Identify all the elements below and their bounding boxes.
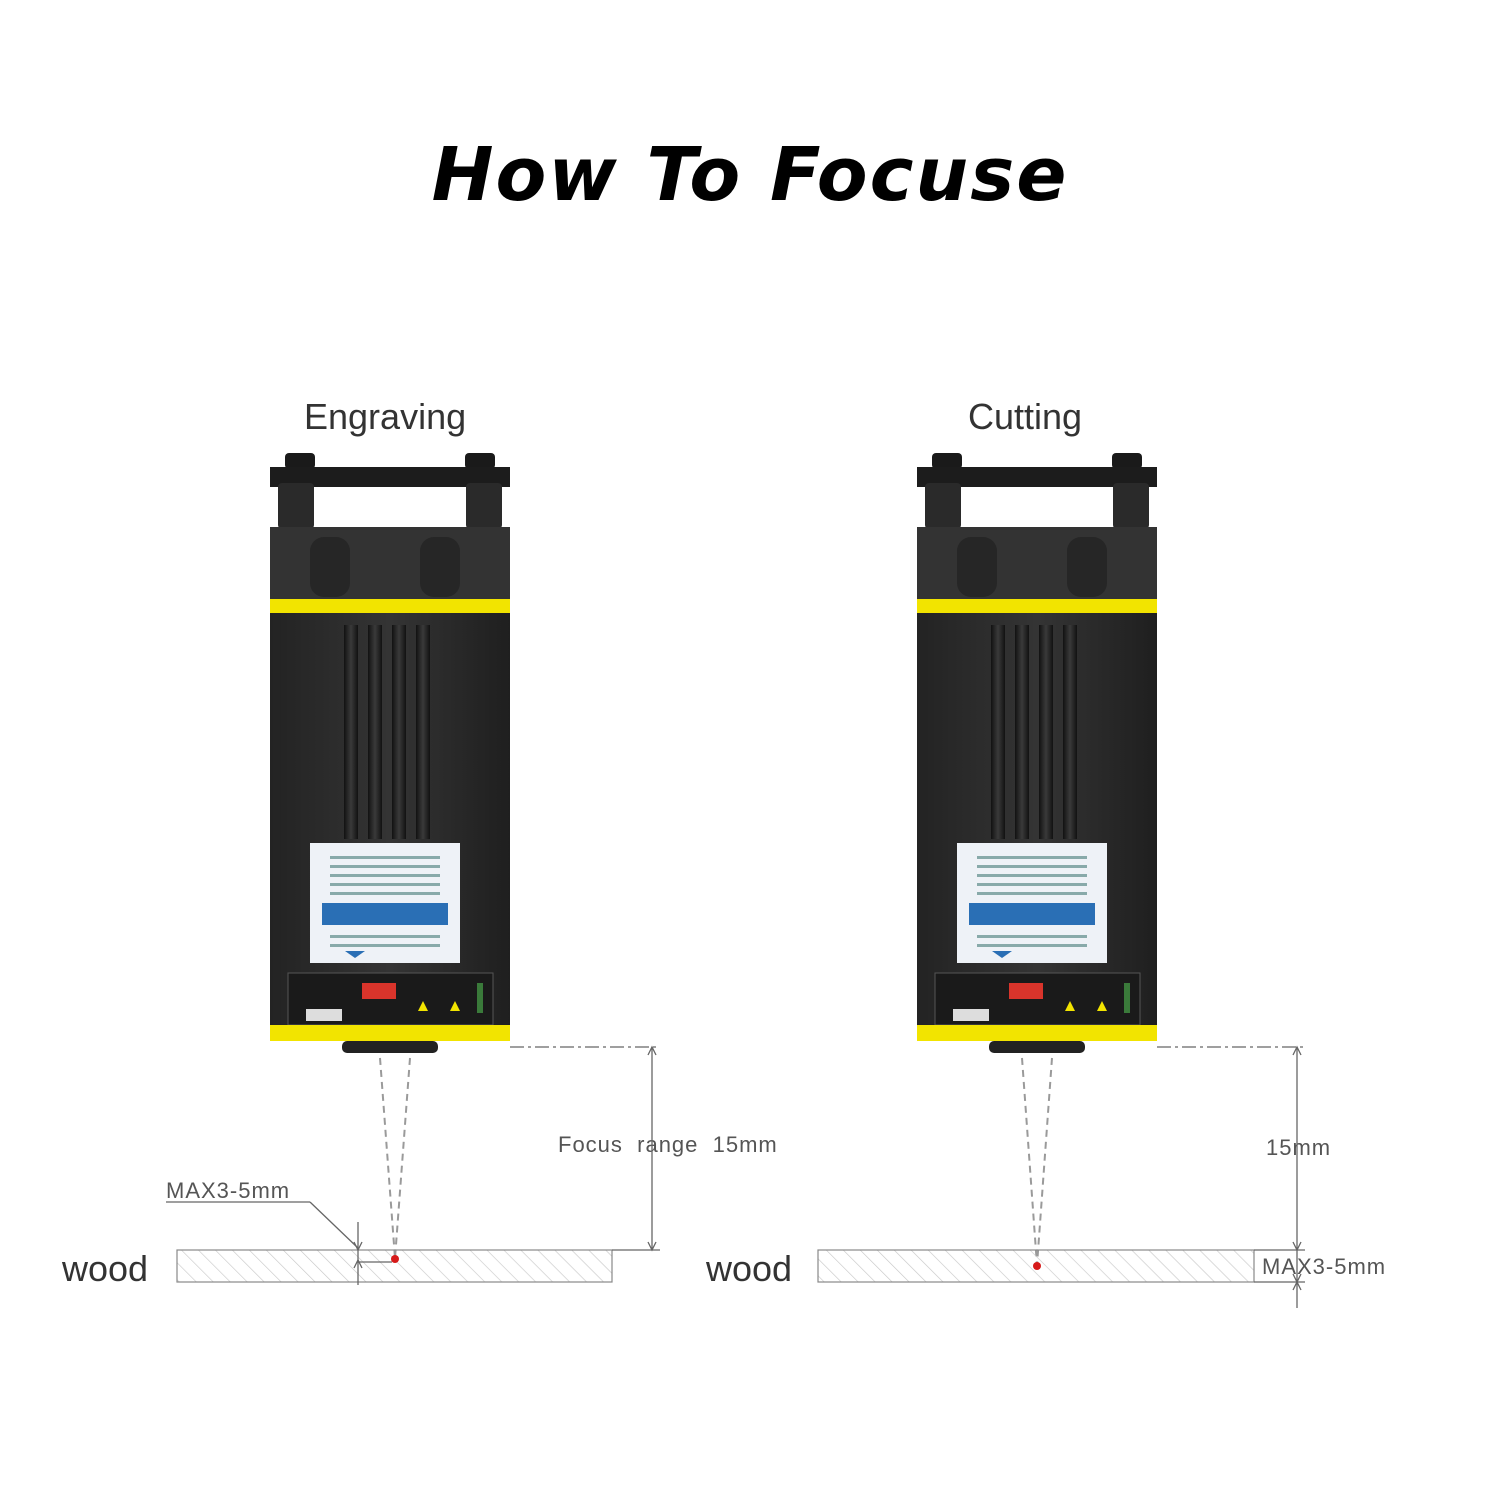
engraving-beam <box>379 1057 411 1259</box>
cutting-beam <box>1021 1057 1053 1266</box>
cutting-focus-dimension <box>1157 1045 1305 1252</box>
page-title: How To Focuse <box>431 132 1069 218</box>
engraving-focus-range-label: Focus range 15mm <box>558 1132 778 1157</box>
engraving-max-dimension <box>166 1201 392 1285</box>
cutting-focus-range-label: 15mm <box>1266 1135 1332 1160</box>
engraving-material-label: wood <box>62 1248 149 1289</box>
engraving-wood-board <box>176 1249 613 1283</box>
cutting-max-depth-label: MAX3-5mm <box>1262 1254 1387 1279</box>
cutting-heading: Cutting <box>968 396 1083 437</box>
engraving-max-depth-label: MAX3-5mm <box>166 1178 291 1203</box>
engraving-focus-dimension <box>510 1045 660 1252</box>
cutting-laser-module <box>916 452 1158 1054</box>
cutting-max-dimension <box>1254 1250 1305 1308</box>
cutting-focus-point <box>1033 1262 1041 1270</box>
engraving-heading: Engraving <box>304 396 467 437</box>
engraving-focus-point <box>391 1255 399 1263</box>
cutting-material-label: wood <box>706 1248 793 1289</box>
engraving-laser-module <box>269 452 511 1054</box>
